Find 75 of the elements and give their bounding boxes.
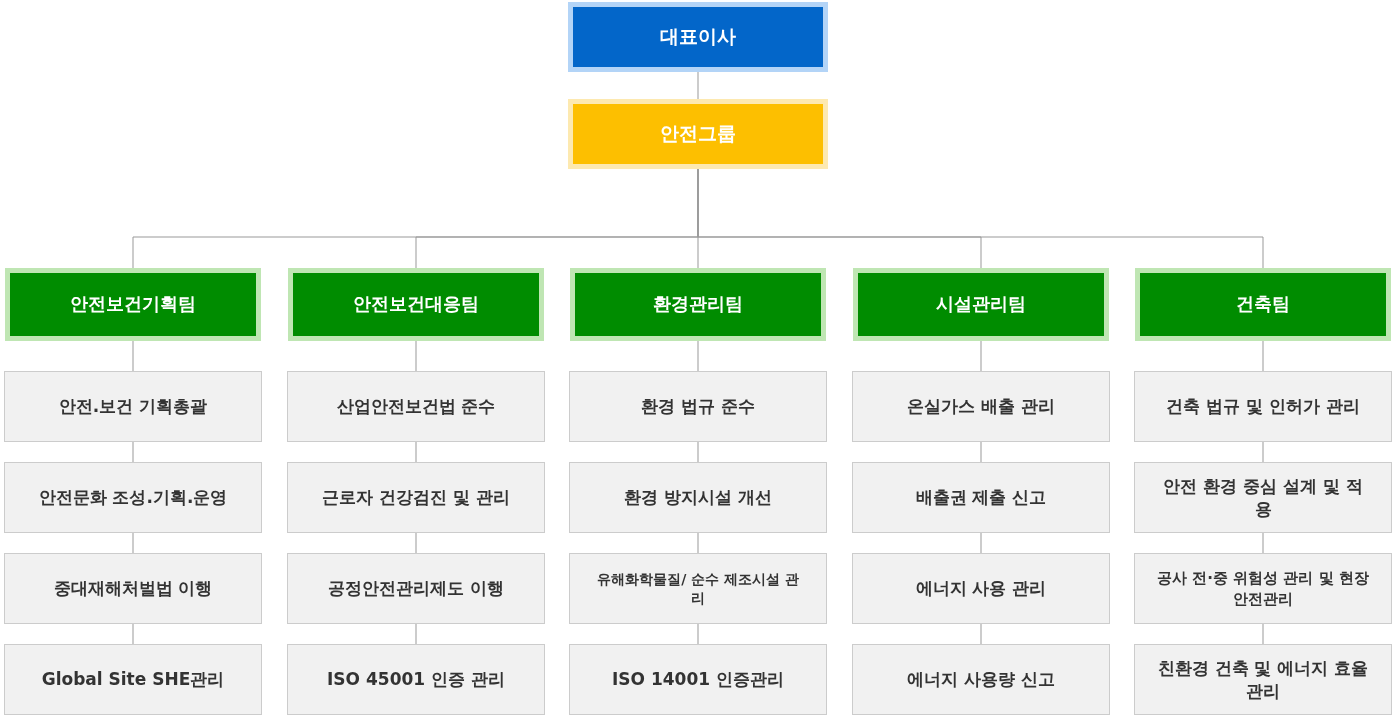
- connector-line: [415, 623, 417, 645]
- connector-line: [415, 532, 417, 554]
- connector-line: [980, 532, 982, 554]
- task-box: [1134, 462, 1392, 533]
- connector-line: [1262, 623, 1264, 645]
- task-box: [852, 553, 1110, 624]
- box-label: 공정안전관리제도 이행: [328, 577, 504, 600]
- task-box: [4, 553, 262, 624]
- box-label: 환경 방지시설 개선: [624, 486, 772, 509]
- ceo-box: [568, 2, 828, 72]
- box-label: 대표이사: [660, 24, 736, 50]
- connector-line: [132, 340, 134, 372]
- task-box: [287, 644, 545, 715]
- box-label: 건축 법규 및 인허가 관리: [1166, 395, 1360, 418]
- box-label: 안전.보건 기획총괄: [58, 395, 208, 418]
- box-label: 안전보건대응팀: [353, 292, 479, 317]
- box-label: 근로자 건강검진 및 관리: [322, 486, 510, 509]
- team-box: [5, 268, 261, 341]
- box-label: ISO 45001 인증 관리: [327, 668, 505, 691]
- connector-line: [980, 623, 982, 645]
- box-label: 안전보건기획팀: [70, 292, 196, 317]
- box-label: 건축팀: [1236, 292, 1290, 317]
- box-label: 중대재해처벌법 이행: [53, 577, 213, 600]
- task-box: [569, 644, 827, 715]
- task-box: [569, 553, 827, 624]
- task-box: [287, 553, 545, 624]
- team-box: [1135, 268, 1391, 341]
- task-box: [852, 462, 1110, 533]
- connector-line: [132, 532, 134, 554]
- connector-line: [697, 71, 699, 100]
- task-box: [4, 371, 262, 442]
- box-label: 안전 환경 중심 설계 및 적용: [1162, 474, 1364, 521]
- connector-line: [697, 623, 699, 645]
- box-label: Global Site SHE관리: [41, 668, 225, 691]
- box-label: 배출권 제출 신고: [915, 486, 1047, 509]
- connector-line: [1262, 340, 1264, 372]
- task-box: [569, 462, 827, 533]
- connector-line: [415, 340, 417, 372]
- box-label: 환경관리팀: [653, 292, 743, 317]
- box-label: 공사 전·중 위험성 관리 및 현장 안전관리: [1157, 568, 1369, 609]
- box-label: 유해화학물질/ 순수 제조시설 관리: [596, 569, 800, 608]
- box-label: 온실가스 배출 관리: [907, 395, 1055, 418]
- task-box: [4, 462, 262, 533]
- box-label: 안전문화 조성.기획.운영: [38, 486, 228, 509]
- connector-line: [1262, 532, 1264, 554]
- team-box: [288, 268, 544, 341]
- connector-line: [132, 623, 134, 645]
- connector-line: [697, 441, 699, 463]
- group-box: [568, 99, 828, 169]
- task-box: [852, 644, 1110, 715]
- connector-line: [980, 441, 982, 463]
- connector-line: [697, 532, 699, 554]
- task-box: [569, 371, 827, 442]
- task-box: [287, 371, 545, 442]
- task-box: [1134, 644, 1392, 715]
- task-box: [852, 371, 1110, 442]
- task-box: [287, 462, 545, 533]
- connector-line: [415, 441, 417, 463]
- box-label: 시설관리팀: [936, 292, 1026, 317]
- box-label: ISO 14001 인증관리: [612, 668, 784, 691]
- task-box: [1134, 553, 1392, 624]
- box-label: 환경 법규 준수: [641, 395, 755, 418]
- connector-line: [697, 340, 699, 372]
- team-box: [570, 268, 826, 341]
- team-box: [853, 268, 1109, 341]
- task-box: [1134, 371, 1392, 442]
- box-label: 산업안전보건법 준수: [336, 395, 496, 418]
- connector-line: [980, 340, 982, 372]
- box-label: 친환경 건축 및 에너지 효율 관리: [1157, 656, 1369, 703]
- box-label: 안전그룹: [660, 121, 736, 147]
- box-label: 에너지 사용 관리: [915, 577, 1047, 600]
- task-box: [4, 644, 262, 715]
- connector-line: [132, 441, 134, 463]
- connector-line: [1262, 441, 1264, 463]
- box-label: 에너지 사용량 신고: [907, 668, 1055, 691]
